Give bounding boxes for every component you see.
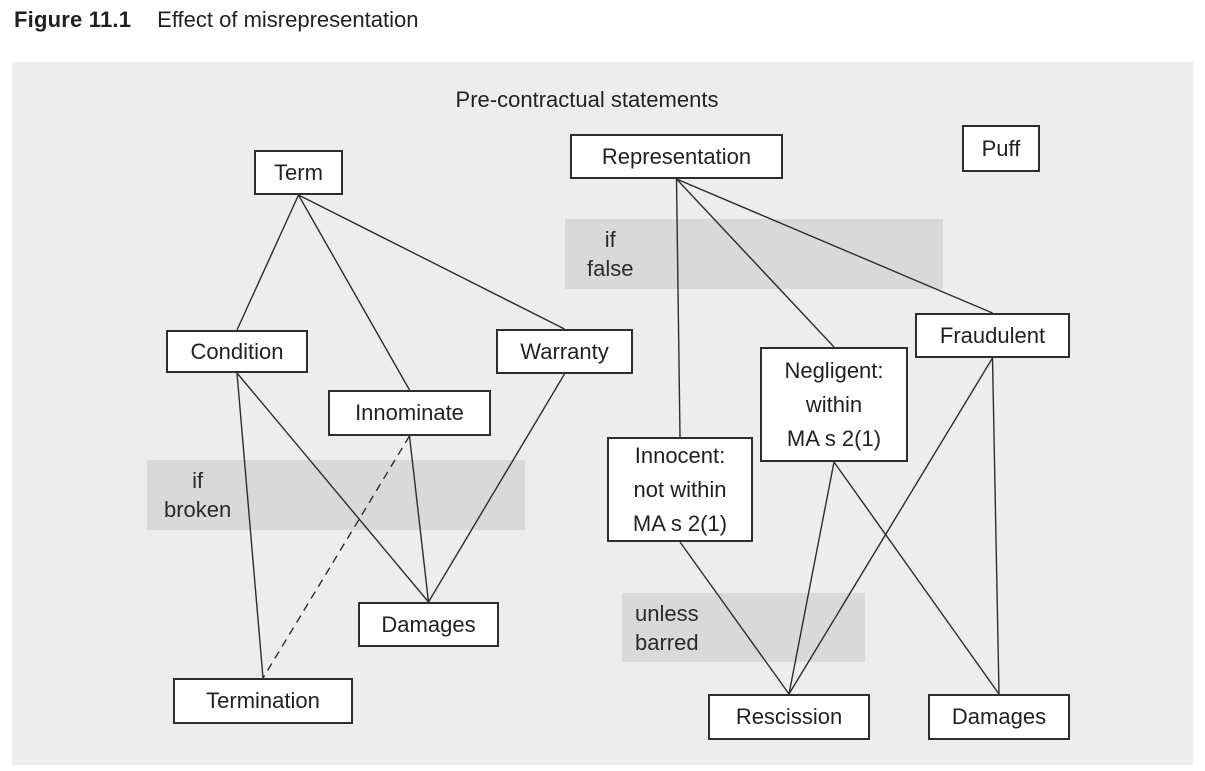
figure-number: Figure 11.1: [14, 7, 132, 32]
edge-negligent-rescission: [788, 461, 835, 695]
node-innominate: Innominate: [328, 390, 491, 436]
band-line: if: [604, 227, 616, 252]
band-line: false: [587, 256, 634, 281]
band-line: broken: [164, 497, 232, 522]
edge-representation-innocent: [675, 178, 681, 438]
edge-term-condition: [236, 194, 300, 331]
edge-innominate-damages_left: [408, 435, 430, 603]
diagram-panel: [12, 62, 1193, 765]
band-if-broken-text: if broken: [164, 466, 231, 524]
edge-condition-damages_left: [236, 372, 430, 603]
figure-header: Figure 11.1 Effect of misrepresentation: [14, 7, 418, 33]
edge-fraudulent-damages_right: [991, 357, 1000, 695]
edge-representation-negligent: [675, 178, 835, 348]
edge-fraudulent-rescission: [788, 357, 994, 695]
diagram-heading: Pre-contractual statements: [455, 87, 719, 112]
node-rescission: Rescission: [708, 694, 870, 740]
edge-innominate-termination: [262, 435, 411, 679]
node-innocent: Innocent: not within MA s 2(1): [607, 437, 753, 542]
node-term: Term: [254, 150, 343, 195]
edge-term-innominate: [297, 194, 411, 391]
band-line: unless: [635, 600, 699, 626]
band-if-false-text: if false: [587, 225, 633, 283]
node-termination: Termination: [173, 678, 353, 724]
node-condition: Condition: [166, 330, 308, 373]
node-damages-right: Damages: [928, 694, 1070, 740]
edge-warranty-damages_left: [427, 373, 566, 603]
node-damages-left: Damages: [358, 602, 499, 647]
edge-condition-termination: [236, 372, 264, 679]
node-representation: Representation: [570, 134, 783, 179]
band-line: if: [192, 468, 204, 493]
node-negligent: Negligent: within MA s 2(1): [760, 347, 908, 462]
band-if-false: if false: [565, 219, 943, 289]
node-fraudulent: Fraudulent: [915, 313, 1070, 358]
band-unless-barred-text: unless barred: [635, 599, 699, 657]
figure-title: Effect of misrepresentation: [157, 7, 419, 32]
band-if-broken: if broken: [147, 460, 525, 530]
edge-negligent-damages_right: [833, 461, 1000, 695]
edge-innocent-rescission: [679, 541, 790, 695]
node-puff: Puff: [962, 125, 1040, 172]
edge-representation-fraudulent: [676, 178, 993, 314]
band-line: barred: [635, 629, 699, 655]
node-warranty: Warranty: [496, 329, 633, 374]
edge-term-warranty: [298, 194, 565, 330]
band-unless-barred: unless barred: [622, 593, 865, 662]
